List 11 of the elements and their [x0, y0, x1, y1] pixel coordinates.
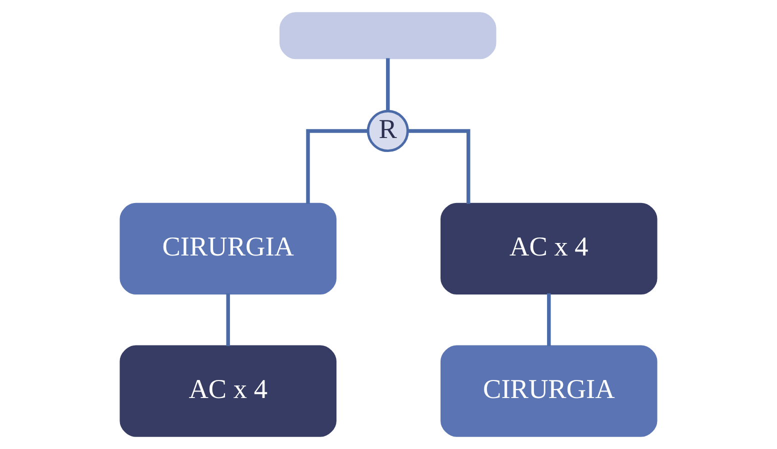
connector — [408, 129, 470, 204]
node-box: AC x 4 — [120, 345, 336, 437]
node-box: AC x 4 — [440, 202, 658, 294]
connector — [386, 58, 390, 112]
connector — [547, 293, 551, 346]
node-circle: R — [366, 110, 409, 152]
node-box: CIRURGIA — [120, 202, 336, 294]
connector — [306, 129, 368, 204]
node-box — [280, 12, 496, 60]
connector — [226, 293, 230, 346]
node-box: CIRURGIA — [440, 345, 658, 437]
